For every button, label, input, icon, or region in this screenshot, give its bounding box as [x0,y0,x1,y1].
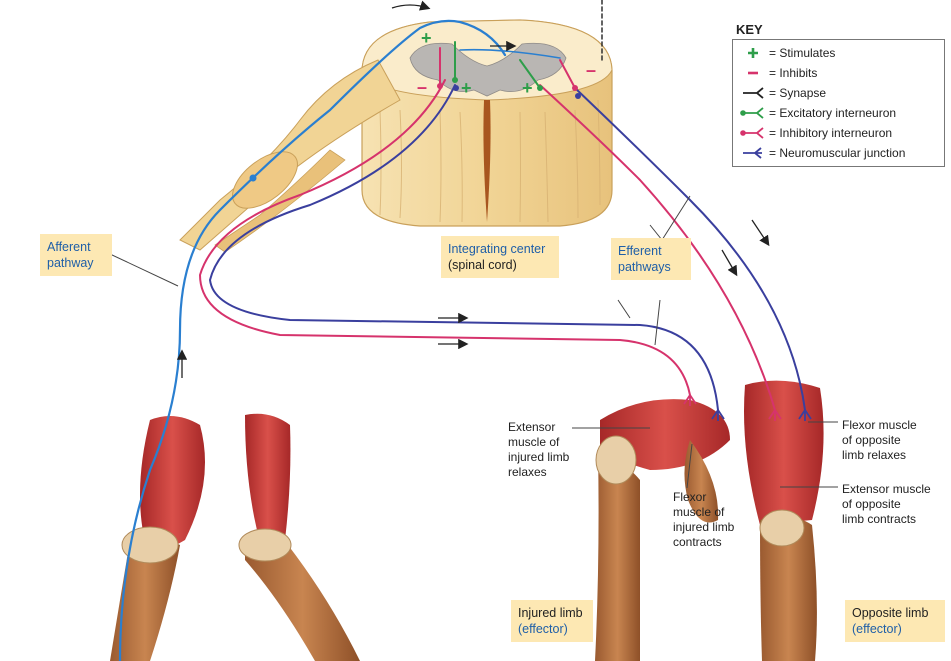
key-legend: KEY = Stimulates = Inhibits = Synapse = … [732,22,945,167]
injured-limb-box: Injured limb (effector) [511,600,593,642]
label-line: Flexor muscle [842,418,917,432]
minus-icon: – [586,60,596,80]
efferent-to-injured-extensor [198,79,691,396]
synapse-icon [743,87,764,99]
neural-pathways [118,0,806,661]
arrow-icon [751,219,770,247]
key-row-stimulates: = Stimulates [739,43,938,63]
plus-icon: + [522,78,533,98]
afferent-pathway-box: Afferent pathway [40,234,112,276]
key-row-neuromuscular: = Neuromuscular junction [739,143,938,163]
label-line: contracts [673,535,722,549]
key-box: = Stimulates = Inhibits = Synapse = Exci… [732,39,945,167]
integrating-center-box: Integrating center (spinal cord) [441,236,559,278]
opposite-limb [744,380,824,661]
label-line: of opposite [842,497,901,511]
box-line: (spinal cord) [448,258,517,272]
key-row-inhibits: = Inhibits [739,63,938,83]
label-line: Extensor [508,420,556,434]
injured-shin [595,450,640,661]
label-line: limb relaxes [842,448,907,462]
label-line: muscle of [673,505,725,519]
key-label: = Stimulates [769,46,836,60]
cord-markers: + + + – – [417,28,596,98]
neuromuscular-junction-icon [798,409,812,421]
extensor-opposite-label: Extensor muscle of opposite limb contrac… [842,482,931,527]
box-line: pathway [47,256,94,270]
key-label: = Inhibitory interneuron [769,126,893,140]
afferent-fiber [118,19,507,661]
key-label: = Synapse [769,86,827,100]
neuromuscular-junction-icon [683,394,697,406]
neuromuscular-junction-icon [743,147,762,159]
minus-icon: – [417,77,427,97]
label-line: injured limb [673,520,735,534]
injured-limb-left [110,413,360,661]
arrow-icon [721,249,738,277]
efferent-to-injured-flexor [208,84,719,411]
key-row-excitatory: = Excitatory interneuron [739,103,938,123]
leader-lines [109,195,838,489]
gray-matter [409,42,567,97]
box-line: (effector) [852,622,902,636]
minus-icon [748,71,758,75]
key-label: = Neuromuscular junction [769,146,906,160]
box-line: pathways [618,260,671,274]
neuromuscular-junction-icon [768,409,782,421]
key-row-inhibitory: = Inhibitory interneuron [739,123,938,143]
box-line: Afferent [47,240,91,254]
neuromuscular-junction-icon [711,409,725,421]
inhibitory-interneuron-icon [740,127,764,139]
inhibitory-interneuron-right [559,59,576,89]
label-line: injured limb [508,450,570,464]
key-title: KEY [736,22,763,37]
arrow-icon [391,0,431,11]
label-line: muscle of [508,435,560,449]
label-line: Extensor muscle [842,482,931,496]
efferent-to-opposite-extensor [539,84,776,411]
opposite-limb-box: Opposite limb (effector) [845,600,945,642]
synapse-dots [437,77,581,99]
opposite-shin [760,516,817,661]
box-line: Integrating center [448,242,546,256]
extensor-injured-label: Extensor muscle of injured limb relaxes [508,420,569,480]
label-line: Flexor [673,490,707,504]
afferent-cell-body [249,174,257,182]
spinal-cord [361,19,613,227]
plus-icon: + [461,78,472,98]
box-line: Injured limb [518,606,583,620]
key-label: = Inhibits [769,66,818,80]
label-line: of opposite [842,433,901,447]
key-row-synapse: = Synapse [739,83,938,103]
box-line: Efferent [618,244,662,258]
dorsal-root-ganglion [179,59,401,253]
opposite-thigh [744,380,824,525]
label-line: limb contracts [842,512,917,526]
crossing-fiber [459,48,561,59]
efferent-pathways-box: Efferent pathways [611,238,691,280]
left-thigh-front [245,413,291,550]
direction-arrows [176,0,770,378]
excitatory-interneuron-right [519,59,541,89]
flexor-opposite-label: Flexor muscle of opposite limb relaxes [842,418,917,463]
plus-icon: + [421,28,432,48]
key-label: = Excitatory interneuron [769,106,897,120]
excitatory-interneuron-icon [740,107,764,119]
box-line: Opposite limb [852,606,929,620]
flexor-injured-label: Flexor muscle of injured limb contracts [673,490,734,550]
label-line: relaxes [508,465,547,479]
efferent-to-opposite-flexor [574,87,806,411]
plus-icon [748,48,758,58]
anterior-median-fissure [483,100,491,222]
neuromuscular-junctions [683,394,812,421]
left-shin-2 [245,536,360,661]
cord-top-face [361,19,613,101]
box-line: (effector) [518,622,568,636]
injured-limb [595,399,730,661]
